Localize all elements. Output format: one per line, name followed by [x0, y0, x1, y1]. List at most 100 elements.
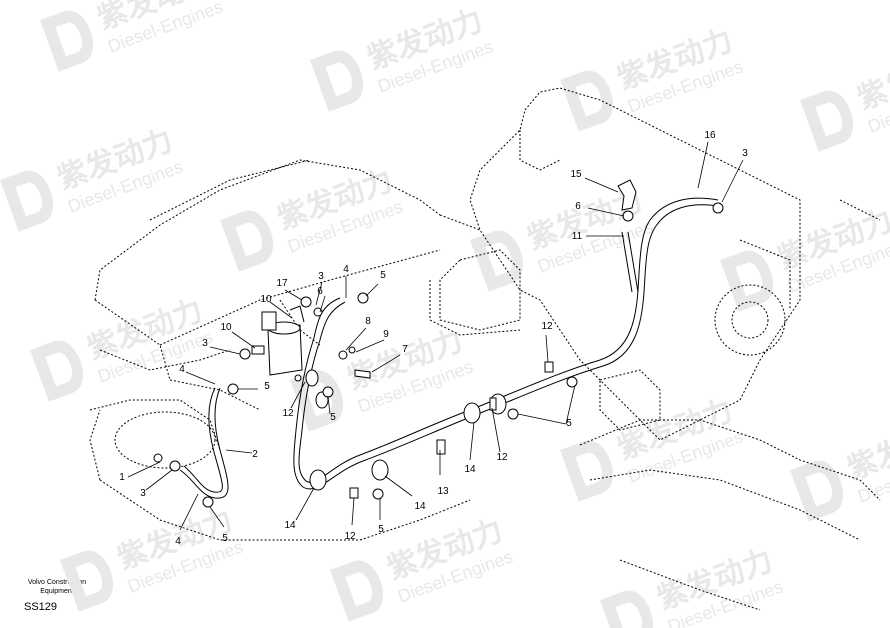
watermark-logo [560, 440, 613, 502]
callout-3: 3 [140, 488, 146, 499]
leader-lines [127, 141, 744, 531]
callout-4: 4 [175, 536, 181, 547]
callout-5: 5 [566, 418, 572, 429]
watermark-logo [470, 230, 523, 292]
machine-outline [89, 87, 881, 611]
bracket [489, 397, 497, 411]
manufacturer-line-2: Equipment [40, 588, 74, 595]
callout-5: 5 [264, 381, 270, 392]
callout-14: 14 [464, 464, 476, 475]
watermark-logo [330, 560, 383, 622]
bolt [322, 386, 334, 398]
washer [712, 202, 724, 214]
fitting [300, 296, 312, 308]
watermark-logo [310, 50, 363, 112]
callout-2: 2 [252, 449, 258, 460]
bolt [227, 383, 239, 395]
watermark-logo [60, 550, 113, 612]
bolt [566, 376, 578, 388]
diagram-code: SS129 [24, 601, 58, 613]
watermark-brand: 紫发动力 [853, 44, 890, 116]
clamp [305, 369, 319, 387]
callout-6: 6 [575, 201, 581, 212]
bracket [544, 361, 554, 373]
clamp [463, 402, 481, 424]
elbow-fitting [617, 179, 637, 211]
fitting [313, 307, 323, 317]
watermark-logo [600, 590, 653, 628]
callout-6: 6 [317, 286, 323, 297]
bolt [202, 496, 214, 508]
clamp [371, 459, 389, 481]
fitting [251, 345, 265, 355]
diagram-footer: Volvo Construction Equipment SS129 [12, 578, 102, 614]
watermark-logo [560, 70, 613, 132]
watermark-brand: 紫发动力 [843, 414, 890, 486]
hose-clamps [305, 361, 554, 499]
callout-3: 3 [318, 271, 324, 282]
callout-8: 8 [365, 316, 371, 327]
callout-17: 17 [276, 278, 288, 289]
bracket [436, 439, 446, 455]
watermark-logo [40, 10, 93, 72]
callout-14: 14 [284, 520, 296, 531]
washer [153, 453, 163, 463]
washer [338, 350, 348, 360]
washer [622, 210, 634, 222]
callout-11: 11 [572, 231, 583, 242]
bolt [357, 292, 369, 304]
callout-3: 3 [742, 148, 748, 159]
bolt [372, 488, 384, 500]
callout-9: 9 [383, 329, 389, 340]
callout-10: 10 [260, 294, 272, 305]
callout-3: 3 [202, 338, 208, 349]
callout-14: 14 [414, 501, 426, 512]
watermark-logo [30, 340, 83, 402]
callout-7: 7 [402, 344, 408, 355]
watermark-logo [720, 250, 773, 312]
callout-12: 12 [282, 408, 294, 419]
bolt [507, 408, 519, 420]
washer [348, 346, 356, 354]
callout-4: 4 [179, 364, 185, 375]
callout-10: 10 [220, 322, 232, 333]
callout-15: 15 [570, 169, 582, 180]
fittings [153, 179, 724, 508]
fuel-filter [261, 305, 305, 382]
watermark-logo [790, 460, 843, 522]
callout-16: 16 [704, 130, 716, 141]
callout-5: 5 [378, 524, 384, 535]
callout-5: 5 [330, 412, 336, 423]
callout-4: 4 [343, 264, 349, 275]
washer [239, 348, 251, 360]
callout-12: 12 [496, 452, 508, 463]
watermark-logo [800, 90, 853, 152]
callout-12: 12 [344, 531, 356, 542]
bolt [354, 369, 371, 379]
bracket [349, 487, 359, 499]
washer [169, 460, 181, 472]
callout-5: 5 [222, 533, 228, 544]
callout-12: 12 [541, 321, 553, 332]
watermark-logo [220, 210, 273, 272]
callout-13: 13 [437, 486, 449, 497]
clamp [309, 469, 327, 491]
callout-1: 1 [119, 472, 125, 483]
callout-5: 5 [380, 270, 386, 281]
